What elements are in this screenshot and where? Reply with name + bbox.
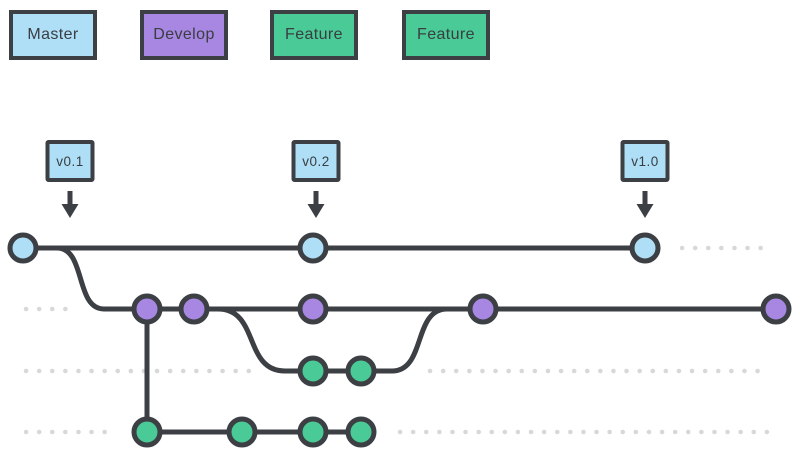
legend-label: Feature (285, 26, 343, 43)
legend-label: Master (27, 26, 79, 43)
develop-commit (178, 293, 210, 325)
merge-feature-a-to-develop (389, 306, 450, 374)
develop-commit (760, 293, 792, 325)
legend-label: Feature (417, 26, 475, 43)
legend-label: Develop (153, 26, 215, 43)
legend-item-develop: Develop (140, 10, 228, 60)
tag-label: v0.1 (56, 154, 84, 169)
tag-label: v0.2 (302, 154, 330, 169)
arrow-down-icon (636, 191, 654, 218)
legend-item-feature-2: Feature (402, 10, 490, 60)
arrow-head (307, 204, 325, 218)
arrow-head (61, 204, 79, 218)
master-commit (7, 232, 39, 264)
feature-b-commit (297, 416, 329, 448)
arrow-head (636, 204, 654, 218)
feature-b-commit (226, 416, 258, 448)
release-tag-v0.2: v0.2 (291, 140, 341, 218)
develop-commit (467, 293, 499, 325)
feature-a-commit (345, 355, 377, 387)
tag-box (291, 140, 341, 182)
legend-item-feature-1: Feature (270, 10, 358, 60)
feature-b-commit (131, 416, 163, 448)
develop-commit (131, 293, 163, 325)
legend-item-master: Master (9, 10, 97, 60)
tag-box (45, 140, 95, 182)
develop-commit (297, 293, 329, 325)
branch-master-to-develop (54, 245, 107, 312)
branch-develop-to-feature-a (215, 306, 288, 374)
arrow-down-icon (61, 191, 79, 218)
tag-label: v1.0 (631, 154, 659, 169)
arrow-down-icon (307, 191, 325, 218)
feature-b-commit (345, 416, 377, 448)
master-commit (629, 232, 661, 264)
master-commit (297, 232, 329, 264)
tag-box (620, 140, 670, 182)
release-tag-v1.0: v1.0 (620, 140, 670, 218)
release-tag-v0.1: v0.1 (45, 140, 95, 218)
feature-a-commit (297, 355, 329, 387)
